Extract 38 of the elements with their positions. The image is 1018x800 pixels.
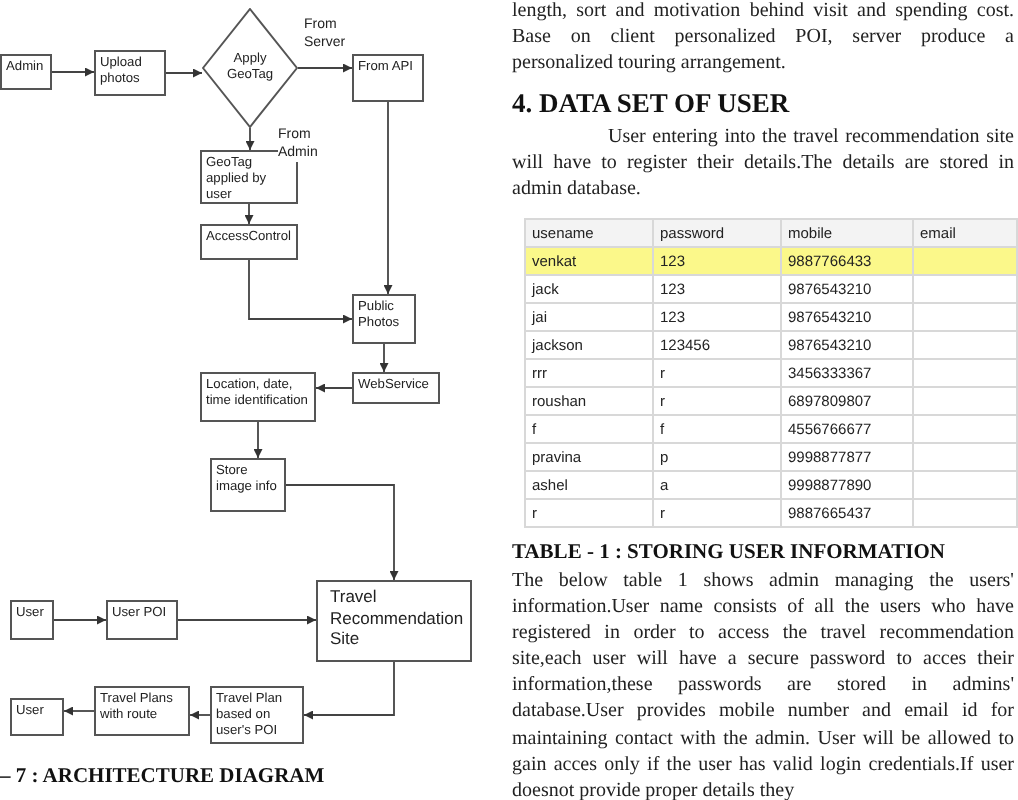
process-box (10, 600, 54, 640)
process-box (316, 580, 472, 662)
arrow (51, 67, 95, 77)
arrow (285, 484, 399, 581)
decision-diamond (202, 8, 298, 128)
arrow (248, 259, 353, 324)
process-box (10, 698, 64, 736)
process-box (210, 686, 304, 744)
arrow (189, 710, 211, 720)
process-box (106, 600, 178, 640)
process-box (352, 372, 440, 404)
process-box (352, 54, 424, 102)
arrow (245, 127, 255, 151)
arrow (297, 63, 353, 73)
paragraph: User entering into the travel recommendation site will have to register their details.The details are stored in admin database. (512, 124, 1014, 203)
table-caption: TABLE - 1 : STORING USER INFORMATION (512, 542, 945, 566)
paragraph: The below table 1 shows admin managing the users' information.User name consists of all the users who have registered in order to access the travel recommendation site,each user will have a secure password to acces their information,these passwords are stored in admins' database.User provides mobile number and email id for maintaining contact with the admin. User will be allowed to gain acces only if the user has valid login credentials.If user doesnot provide proper details they (512, 568, 1014, 800)
process-box (210, 458, 286, 512)
process-box (200, 372, 316, 422)
figure-caption: – 7 : ARCHITECTURE DIAGRAM (0, 766, 325, 790)
process-box (352, 294, 416, 344)
process-box (94, 50, 166, 96)
process-box (0, 54, 52, 90)
paragraph: length, sort and motivation behind visit and spending cost. Base on client personalized POI, server produce a personalized touring arrangement. (512, 0, 1014, 77)
process-box (200, 224, 298, 260)
arrow (177, 615, 317, 625)
arrow (63, 706, 95, 716)
section-heading: 4. DATA SET OF USER (512, 88, 792, 118)
node-text: Travel Recommendation Site (330, 586, 466, 649)
arrow (253, 421, 263, 459)
arrow (315, 383, 353, 393)
arrow (303, 661, 395, 720)
arrow (165, 68, 203, 78)
arrow (244, 203, 254, 225)
arrow (53, 615, 107, 625)
arrow (383, 101, 393, 295)
process-box (94, 686, 190, 736)
arrow (379, 343, 389, 373)
